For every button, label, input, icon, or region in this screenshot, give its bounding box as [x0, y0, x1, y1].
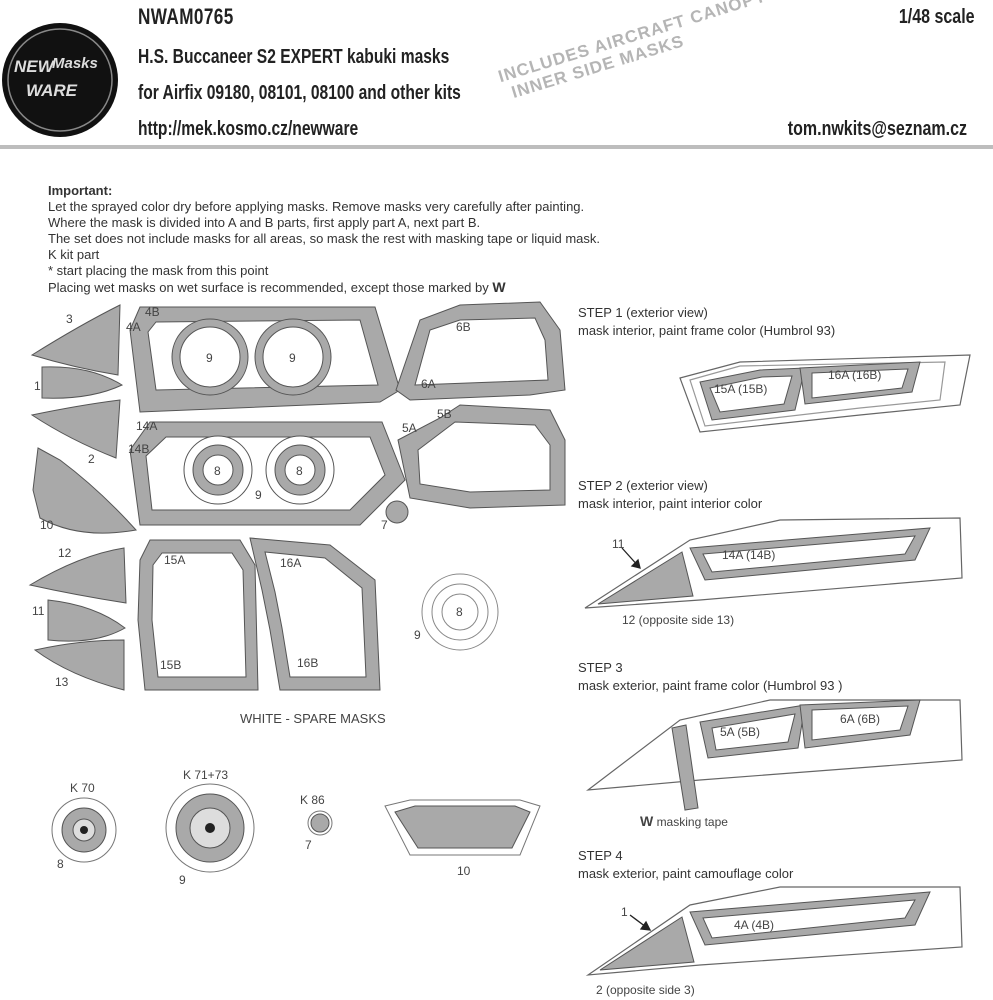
kit-wheels	[51, 783, 541, 873]
step-2-desc: mask interior, paint interior color	[578, 496, 763, 511]
step-4-callout: 1	[621, 905, 628, 919]
label-7: 7	[381, 518, 388, 532]
step-3-label-5: 5A (5B)	[720, 725, 761, 739]
step-1-label-15: 15A (15B)	[714, 382, 768, 396]
label-6A: 6A	[421, 377, 436, 391]
product-code: NWAM0765	[138, 4, 234, 29]
step-3-desc: mask exterior, paint frame color (Humbro…	[578, 678, 843, 693]
scale-label: 1/48 scale	[899, 6, 975, 28]
label-10: 10	[40, 518, 54, 532]
step-1-title: STEP 1 (exterior view)	[578, 305, 708, 320]
label-3: 3	[66, 312, 73, 326]
step-2-heading: STEP 2 (exterior view) mask interior, pa…	[578, 477, 762, 513]
label-14B: 14B	[128, 442, 150, 456]
label-8b: 8	[296, 464, 303, 478]
step-1-label-16: 16A (16B)	[828, 368, 882, 382]
email-address[interactable]: tom.nwkits@seznam.cz	[787, 118, 967, 140]
note-line: K kit part	[48, 247, 100, 262]
mask-10-left	[32, 447, 137, 534]
kit-71-number: 9	[179, 873, 186, 887]
note-line: Where the mask is divided into A and B p…	[48, 215, 481, 230]
label-9a: 9	[206, 351, 213, 365]
newware-logo: NEW Masks WARE	[2, 23, 118, 137]
step-3-title: STEP 3	[578, 660, 623, 675]
step-3-tape-note: W masking tape	[640, 813, 728, 829]
kit-10-number: 10	[457, 864, 471, 878]
label-14A: 14A	[136, 419, 158, 433]
label-8a: 8	[214, 464, 221, 478]
note-line: Placing wet masks on wet surface is reco…	[48, 279, 506, 295]
important-notes: Important: Let the sprayed color dry bef…	[48, 183, 600, 296]
mask-5	[397, 404, 566, 509]
step-4-desc: mask exterior, paint camouflage color	[578, 866, 794, 881]
label-15A: 15A	[164, 553, 186, 567]
spare-masks-label: WHITE - SPARE MASKS	[240, 711, 386, 726]
label-12: 12	[58, 546, 72, 560]
label-4A: 4A	[126, 320, 141, 334]
kit-86-label: K 86	[300, 793, 325, 807]
mask-14-frame	[129, 421, 406, 526]
header-divider	[0, 145, 993, 149]
website-url[interactable]: http://mek.kosmo.cz/newware	[138, 118, 359, 140]
note-line: The set does not include masks for all a…	[48, 231, 601, 246]
label-9d: 9	[414, 628, 421, 642]
step-4-heading: STEP 4 mask exterior, paint camouflage c…	[578, 847, 793, 883]
step-2-callout: 11	[612, 537, 625, 551]
kit-70-label: K 70	[70, 781, 95, 795]
label-11: 11	[32, 604, 45, 618]
label-5A: 5A	[402, 421, 417, 435]
label-9b: 9	[289, 351, 296, 365]
label-4B: 4B	[145, 305, 160, 319]
wet-mark-icon: W	[640, 813, 654, 829]
kit-86-number: 7	[305, 838, 312, 852]
label-16A: 16A	[280, 556, 302, 570]
mask-1	[41, 366, 124, 399]
step-4-note: 2 (opposite side 3)	[596, 983, 695, 997]
mask-2	[30, 399, 121, 459]
step-3-heading: STEP 3 mask exterior, paint frame color …	[578, 659, 842, 695]
step-1-desc: mask interior, paint frame color (Humbro…	[578, 323, 836, 338]
mask-3	[30, 304, 121, 376]
step-4-title: STEP 4	[578, 848, 623, 863]
kit-71-label: K 71+73	[183, 768, 229, 782]
mask-6	[395, 301, 566, 401]
label-15B: 15B	[160, 658, 182, 672]
label-5B: 5B	[437, 407, 452, 421]
label-9c: 9	[255, 488, 262, 502]
note-line: Let the sprayed color dry before applyin…	[48, 199, 585, 214]
label-8c: 8	[456, 605, 463, 619]
step-1-heading: STEP 1 (exterior view) mask interior, pa…	[578, 304, 835, 340]
masking-tape	[671, 724, 699, 811]
mask-16-frame	[249, 537, 381, 691]
product-title: H.S. Buccaneer S2 EXPERT kabuki masks	[138, 46, 450, 68]
logo-ware: WARE	[26, 81, 78, 100]
step-3-label-6: 6A (6B)	[840, 712, 881, 726]
logo-masks: Masks	[52, 55, 98, 72]
mask-4-frame	[129, 306, 401, 413]
step-2-note: 12 (opposite side 13)	[622, 613, 735, 627]
label-1: 1	[34, 379, 41, 393]
label-16B: 16B	[297, 656, 319, 670]
step-2-label-14: 14A (14B)	[722, 548, 776, 562]
label-2: 2	[88, 452, 95, 466]
mask-15-frame	[137, 539, 259, 691]
kit-70-number: 8	[57, 857, 64, 871]
mask-12	[28, 547, 127, 604]
kit-compatibility: for Airfix 09180, 08101, 08100 and other…	[138, 82, 461, 104]
label-13: 13	[55, 675, 69, 689]
label-6B: 6B	[456, 320, 471, 334]
step-4-label-4: 4A (4B)	[734, 918, 775, 932]
mask-11	[47, 599, 126, 642]
wet-mark-icon: W	[492, 279, 506, 295]
mask-9-rings	[171, 318, 499, 651]
important-title: Important:	[48, 183, 113, 198]
step-canopies	[584, 354, 971, 976]
mask-13	[33, 639, 125, 691]
step-2-title: STEP 2 (exterior view)	[578, 478, 708, 493]
note-line: * start placing the mask from this point	[48, 263, 269, 278]
logo-new: NEW	[14, 57, 56, 76]
